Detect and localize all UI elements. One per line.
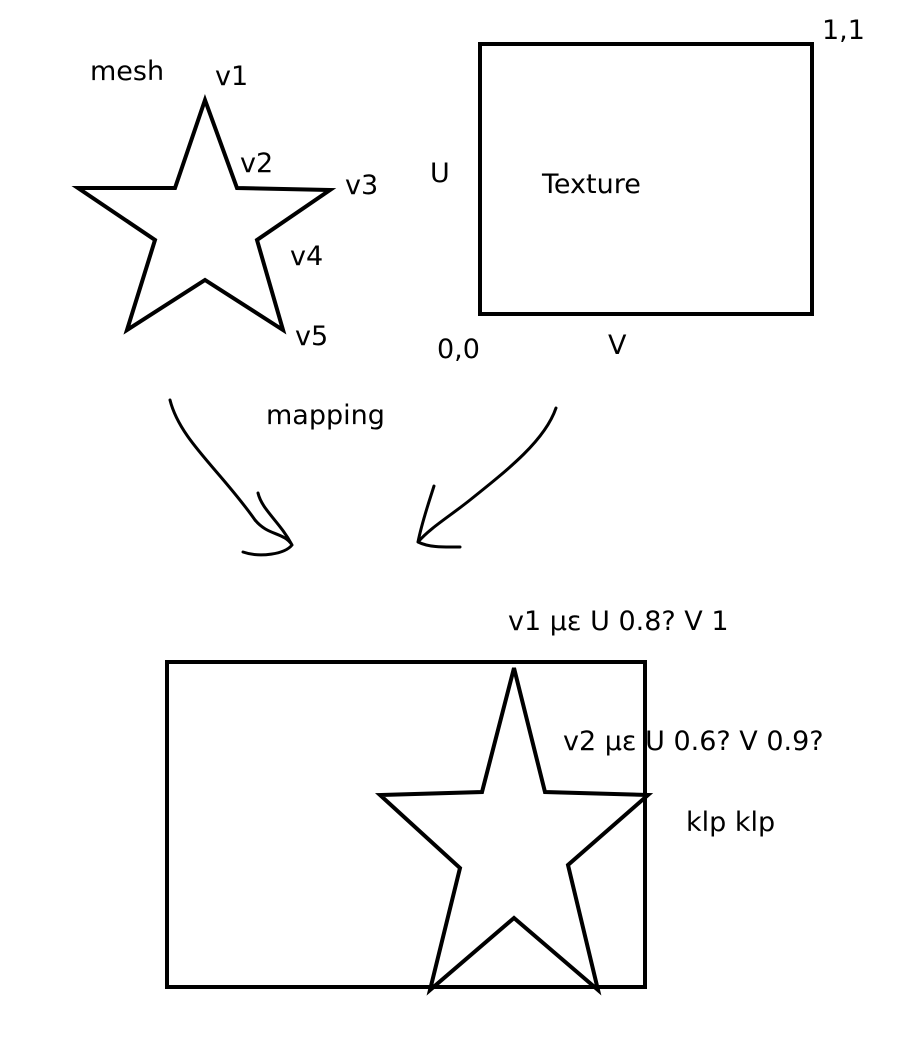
vertex-label-v4: v4 <box>290 241 323 272</box>
annotation-klp: klp klp <box>686 807 775 838</box>
result-rect <box>165 660 647 989</box>
origin-label: 0,0 <box>437 334 480 365</box>
mapped-star-shape <box>375 667 654 996</box>
vertex-label-v5: v5 <box>295 321 328 352</box>
annotation-v2: v2 με U 0.6? V 0.9? <box>563 726 824 757</box>
mesh-star-shape <box>71 93 337 335</box>
corner-label: 1,1 <box>822 15 865 46</box>
texture-rect <box>478 42 814 316</box>
u-axis-label: U <box>430 158 450 189</box>
mapping-arrow-left <box>168 398 294 557</box>
v-axis-label: V <box>608 330 627 361</box>
mesh-label: mesh <box>90 56 164 87</box>
mapping-arrow-right <box>416 406 558 549</box>
annotation-v1: v1 με U 0.8? V 1 <box>508 606 729 637</box>
texture-label: Texture <box>541 169 641 200</box>
mapping-label: mapping <box>266 400 385 431</box>
vertex-label-v1: v1 <box>215 61 248 92</box>
vertex-label-v2: v2 <box>240 148 273 179</box>
vertex-label-v3: v3 <box>345 170 378 201</box>
